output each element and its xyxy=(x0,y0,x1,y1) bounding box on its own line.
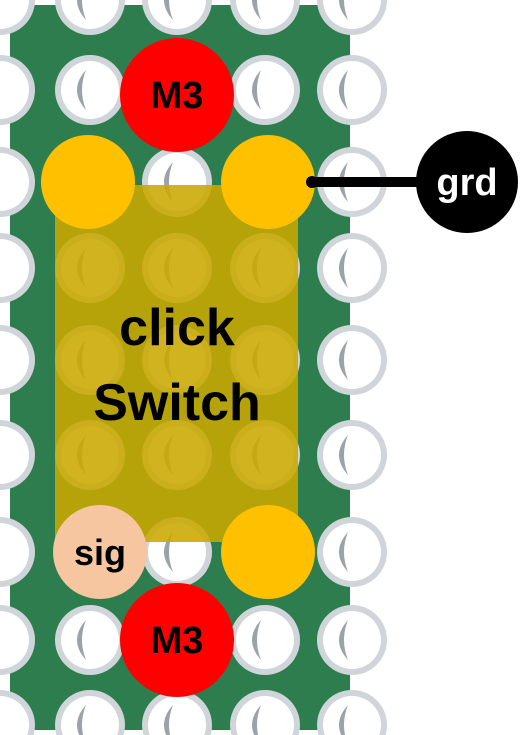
ground-pin-dot xyxy=(306,176,318,188)
board-hole-inner xyxy=(0,523,29,581)
board-hole-inner xyxy=(0,331,29,389)
board-hole-inner xyxy=(323,0,381,29)
mount-hole-bottom xyxy=(120,583,234,697)
component-label-line2: Switch xyxy=(93,374,261,432)
board-hole-shade xyxy=(339,340,348,380)
board-hole-shade xyxy=(77,620,86,660)
mount-hole-top-label: M3 xyxy=(151,75,204,117)
board-hole-inner xyxy=(323,611,381,669)
board-hole-inner xyxy=(0,239,29,297)
switch-pin-top-right xyxy=(221,135,315,229)
board-hole-inner xyxy=(148,696,206,735)
board-hole-shade xyxy=(339,620,348,660)
board-hole-inner xyxy=(0,426,29,484)
switch-pin-top-left xyxy=(41,135,135,229)
board-hole-inner xyxy=(0,153,29,211)
board-hole-shade xyxy=(339,0,348,20)
board-hole-inner xyxy=(323,331,381,389)
mount-hole-bottom-label: M3 xyxy=(151,620,204,662)
board-hole-shade xyxy=(339,70,348,110)
board-hole-shade xyxy=(252,70,261,110)
board-hole-shade xyxy=(252,620,261,660)
board-hole-shade xyxy=(77,705,86,735)
board-hole-inner xyxy=(61,696,119,735)
board-hole-shade xyxy=(339,248,348,288)
board-hole-inner xyxy=(0,61,29,119)
board-hole-shade xyxy=(252,0,261,20)
board-hole-inner xyxy=(61,61,119,119)
board-hole-shade xyxy=(252,705,261,735)
board-hole-inner xyxy=(323,61,381,119)
board-hole-inner xyxy=(236,61,294,119)
signal-pin xyxy=(53,505,147,599)
switch-body xyxy=(55,185,298,542)
board-hole-inner xyxy=(323,426,381,484)
board-hole-inner xyxy=(0,696,29,735)
component-label-line1: click xyxy=(119,299,235,357)
ground-label-badge xyxy=(416,131,518,233)
board-hole-inner xyxy=(236,0,294,29)
board-hole-shade xyxy=(77,0,86,20)
board-hole-inner xyxy=(323,696,381,735)
board-hole-shade xyxy=(77,70,86,110)
board-hole-inner xyxy=(0,611,29,669)
board-hole-inner xyxy=(236,696,294,735)
switch-pin-bottom-right xyxy=(221,505,315,599)
board-hole-inner xyxy=(61,611,119,669)
board-hole-shade xyxy=(339,435,348,475)
board-hole-shade xyxy=(164,0,173,20)
board-hole-inner xyxy=(0,0,29,29)
board-hole-shade xyxy=(164,705,173,735)
board-hole-shade xyxy=(339,532,348,572)
board-hole-inner xyxy=(148,0,206,29)
board-hole-shade xyxy=(339,705,348,735)
mount-hole-top xyxy=(120,38,234,152)
signal-pin-label: sig xyxy=(74,532,126,573)
ground-label: grd xyxy=(436,162,497,204)
board-hole-inner xyxy=(236,611,294,669)
board-hole-inner xyxy=(323,523,381,581)
board-hole-inner xyxy=(323,239,381,297)
board-hole-inner xyxy=(61,0,119,29)
